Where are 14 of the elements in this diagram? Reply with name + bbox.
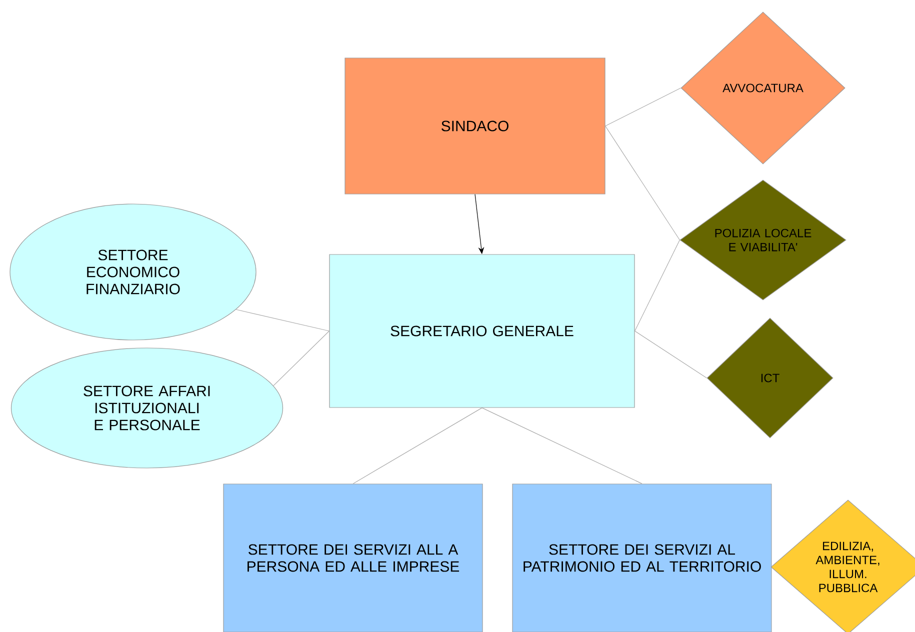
process-box: SINDACO bbox=[344, 58, 606, 194]
process-box: SETTORE DEI SERVIZI ALL A PERSONA ED ALLE IMPRESE bbox=[223, 484, 483, 632]
connector-line bbox=[634, 240, 680, 332]
connector-line bbox=[634, 330, 707, 378]
connector-line bbox=[273, 330, 330, 386]
connector-line bbox=[605, 88, 681, 126]
connector-line bbox=[605, 126, 680, 240]
process-box: SETTORE DEI SERVIZI AL PATRIMONIO ED AL TERRITORIO bbox=[512, 484, 772, 632]
process-box: SEGRETARIO GENERALE bbox=[329, 254, 635, 408]
connector-line bbox=[352, 408, 482, 484]
ellipse-node: SETTORE AFFARI ISTITUZIONALI E PERSONALE bbox=[10, 348, 284, 468]
ellipse-node: SETTORE ECONOMICO FINANZIARIO bbox=[10, 204, 256, 340]
connector-line bbox=[482, 408, 642, 484]
connector-line bbox=[236, 309, 330, 332]
